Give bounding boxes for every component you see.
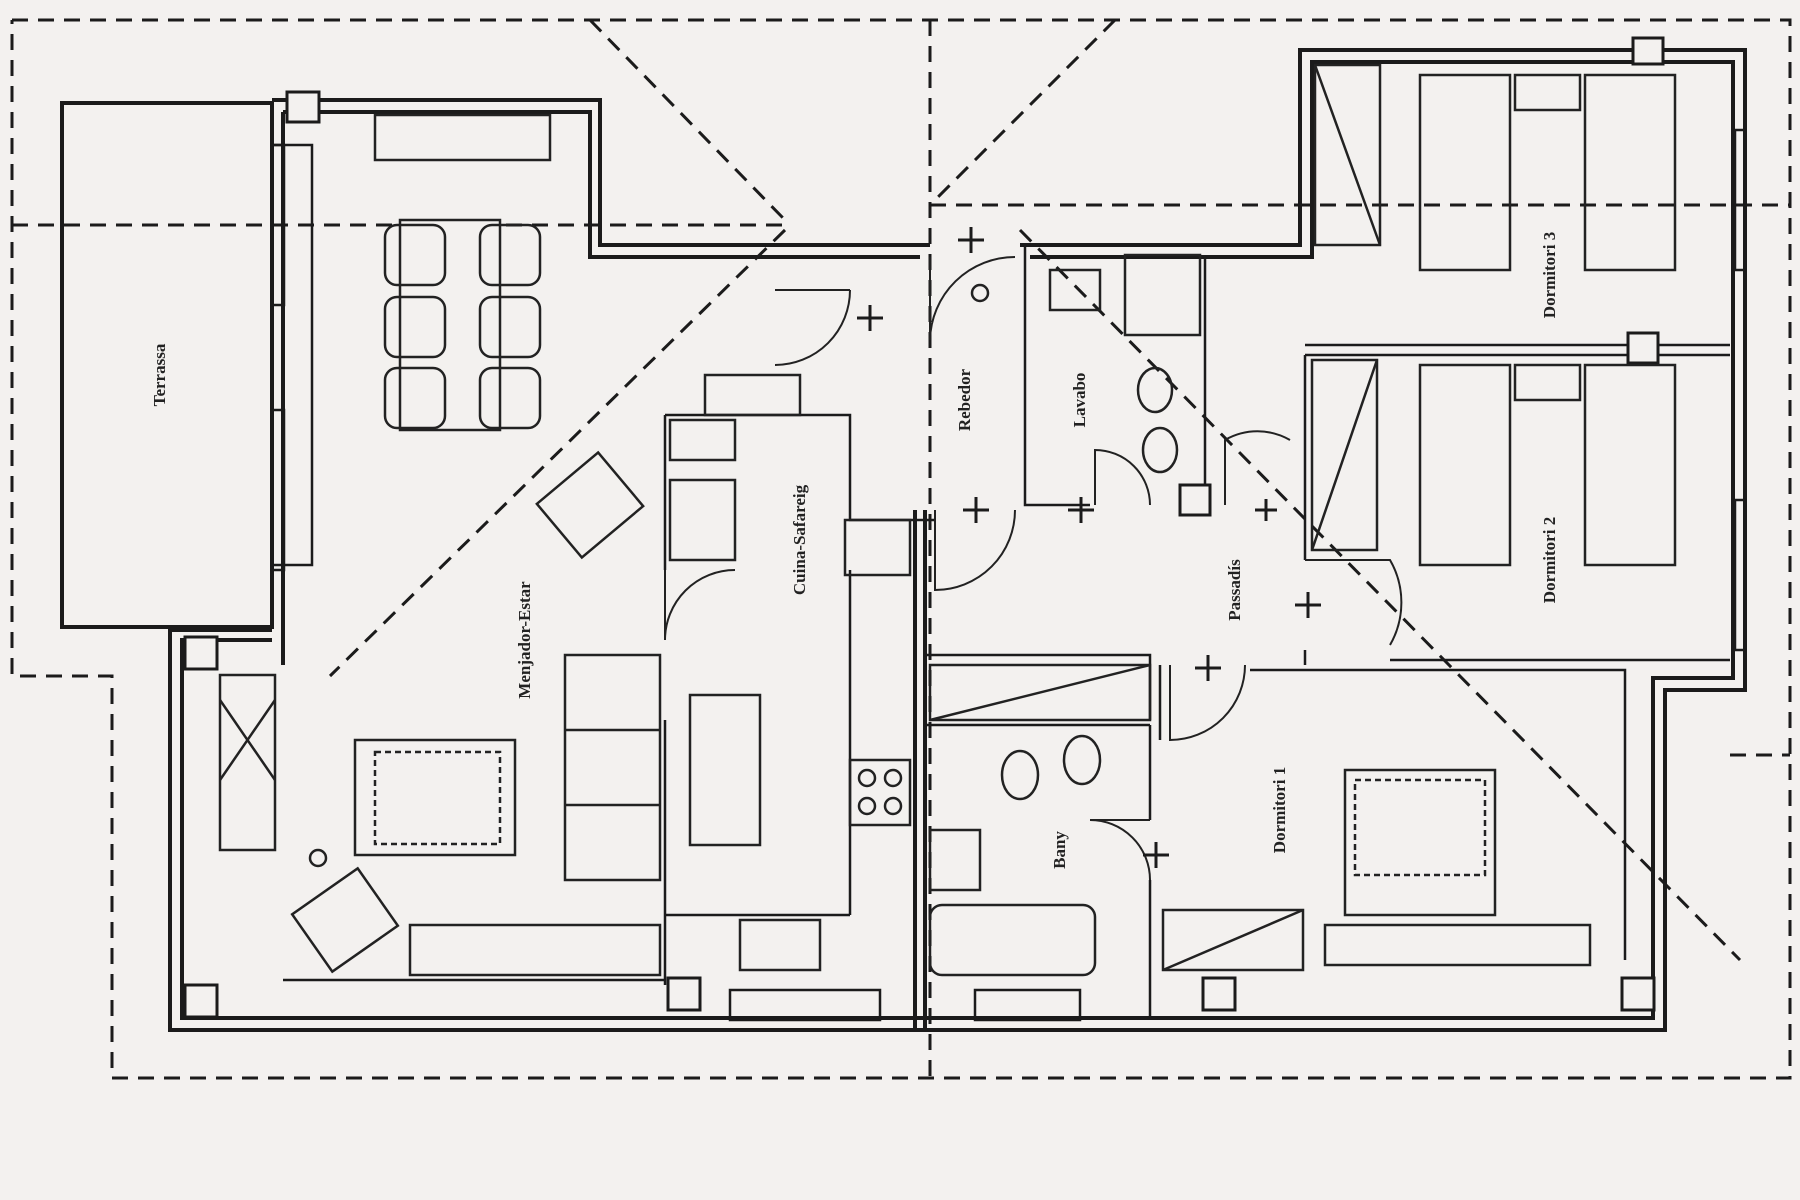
bed	[1583, 363, 1677, 567]
label-rebedor: Rebedor	[955, 368, 974, 431]
stove	[848, 758, 912, 827]
wardrobe	[1313, 63, 1382, 247]
door[interactable]	[664, 569, 736, 641]
toilet-icon	[1136, 366, 1174, 414]
label-passadis: Passadís	[1225, 559, 1244, 621]
washbasin	[928, 828, 982, 892]
markers	[308, 227, 1321, 868]
nightstand	[1513, 363, 1582, 402]
nightstand	[1323, 923, 1592, 967]
exterior-walls	[168, 48, 1747, 1032]
bed	[1583, 73, 1677, 272]
kitchen-furniture	[668, 373, 912, 972]
wardrobe	[1310, 358, 1379, 552]
column	[183, 635, 219, 671]
rug	[353, 738, 517, 857]
fridge	[843, 518, 912, 577]
nightstand	[1513, 73, 1582, 112]
sink	[668, 478, 737, 562]
bed	[1343, 768, 1497, 917]
column	[1626, 331, 1660, 365]
label-menjador-estar: Menjador-Estar	[515, 581, 534, 699]
toilet-icon	[1000, 749, 1040, 801]
column	[285, 90, 321, 124]
bany-fixtures	[928, 663, 1152, 977]
chair	[383, 295, 447, 359]
door[interactable]	[1169, 664, 1246, 742]
kitchen-sink	[738, 918, 822, 972]
doors	[664, 256, 1403, 881]
label-cuina-safareig: Cuina-Safareig	[790, 484, 809, 595]
column	[1620, 976, 1656, 1012]
structural-columns	[183, 36, 1665, 1019]
column	[1201, 976, 1237, 1012]
armchair	[290, 866, 400, 974]
sideboard	[408, 923, 662, 977]
kitchen-table	[688, 693, 762, 847]
cabinet	[218, 673, 277, 852]
bathtub	[928, 903, 1097, 977]
washbasin	[1048, 268, 1102, 312]
dining-table	[373, 113, 552, 432]
entrance-door[interactable]	[929, 256, 1016, 341]
lavabo-fixtures	[1048, 253, 1202, 474]
chair	[383, 223, 447, 287]
washing-machine	[668, 418, 737, 462]
label-dormitori-3: Dormitori 3	[1540, 232, 1559, 318]
door[interactable]	[1094, 448, 1151, 506]
bed	[1418, 363, 1512, 567]
chair	[478, 295, 542, 359]
living-furniture	[218, 450, 662, 977]
chair	[478, 223, 542, 287]
wardrobe	[1161, 908, 1305, 972]
column	[666, 976, 702, 1012]
bidet-icon	[1062, 734, 1102, 786]
windows	[270, 128, 1747, 1022]
door[interactable]	[1305, 559, 1403, 646]
terrace-area	[60, 101, 314, 629]
roof-outline	[10, 18, 1792, 1080]
bedroom-3-furniture	[1313, 63, 1677, 272]
cabinet	[928, 663, 1152, 722]
label-dormitori-2: Dormitori 2	[1540, 517, 1559, 603]
armchair	[535, 450, 645, 560]
label-lavabo: Lavabo	[1070, 373, 1089, 428]
bidet-icon	[1141, 426, 1179, 474]
chair	[383, 366, 447, 430]
door[interactable]	[934, 509, 1016, 592]
bed	[1418, 73, 1512, 272]
chair	[478, 366, 542, 430]
column	[183, 983, 219, 1019]
label-dormitori-1: Dormitori 1	[1270, 767, 1289, 853]
room-labels: Terrassa Menjador-Estar Cuina-Safareig R…	[150, 232, 1559, 869]
column	[1631, 36, 1665, 66]
counter	[703, 373, 802, 417]
label-bany: Bany	[1050, 831, 1069, 869]
door[interactable]	[1224, 430, 1291, 505]
shower-tray	[1123, 253, 1202, 337]
column	[1178, 483, 1212, 517]
label-terrassa: Terrassa	[150, 343, 169, 406]
bedroom-1-furniture	[1161, 768, 1592, 972]
sofa	[563, 653, 662, 882]
door[interactable]	[1089, 819, 1151, 881]
bedroom-2-furniture	[1310, 358, 1677, 567]
door[interactable]	[774, 289, 851, 366]
